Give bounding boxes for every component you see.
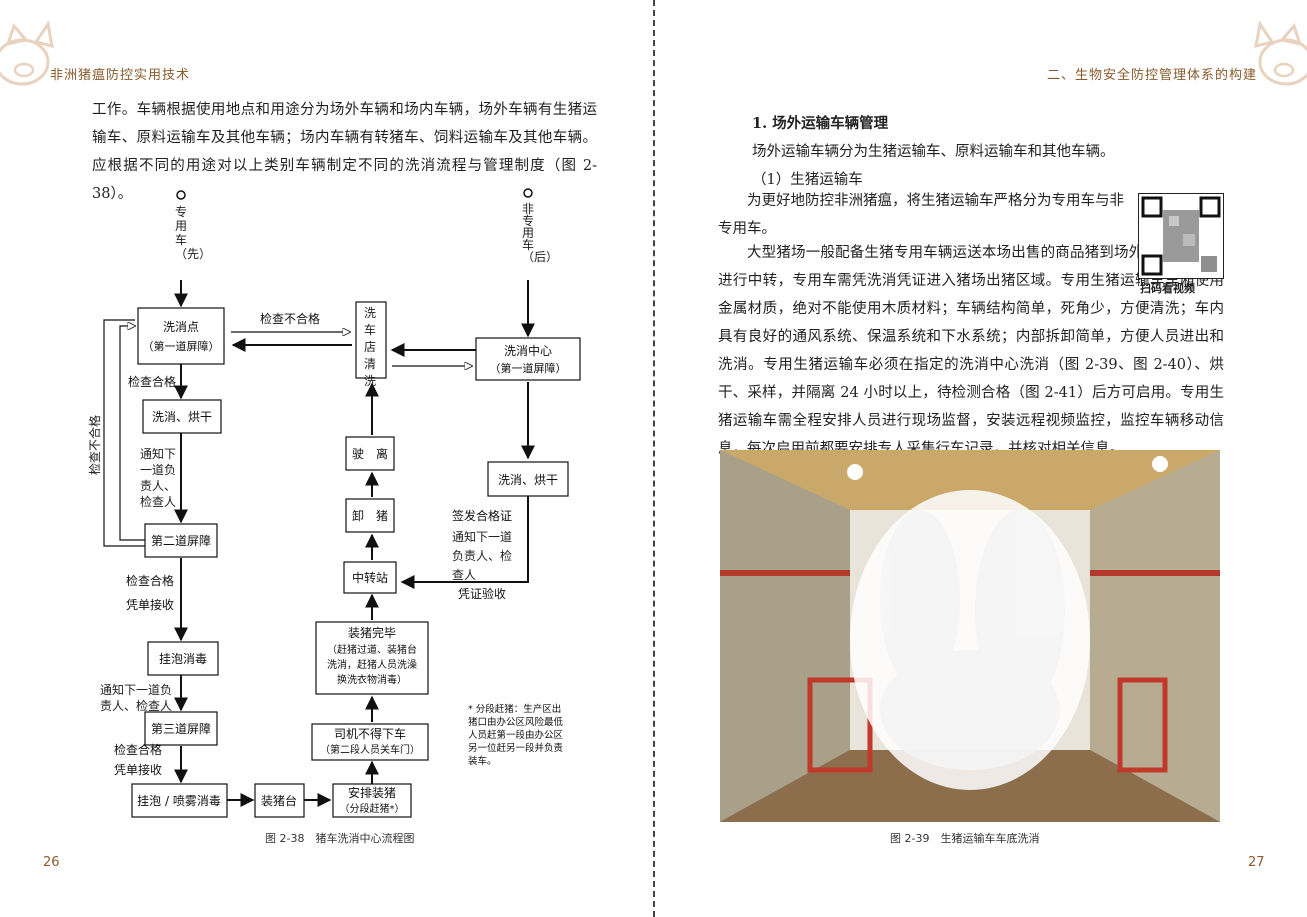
running-head: 非洲猪瘟防控实用技术	[50, 68, 191, 83]
barrier1-label: （第一道屏障）	[143, 339, 220, 353]
page-number: 26	[43, 855, 60, 870]
wash-point-label: 洗消点	[163, 320, 199, 334]
voucher2-label: 凭单接收	[114, 762, 162, 777]
voucher1-label: 凭单接收	[126, 597, 174, 612]
wash-dry-left-label: 洗消、烘干	[152, 410, 212, 424]
sub-heading: （1）生猪运输车	[752, 172, 863, 188]
notify2-label: 通知下一道负责人、检查人	[100, 683, 173, 713]
unload-box	[345, 498, 395, 533]
barrier2-box	[144, 523, 218, 558]
wash-dry-right-label: 洗消、烘干	[498, 473, 558, 487]
paragraph-wrap: 为更好地防控非洲猪瘟，将生猪运输车严格分为专用车与非专用车。	[718, 187, 1124, 243]
figure-caption: 图 2-39 生猪运输车车底洗消	[890, 832, 1040, 845]
car-wash-shop-label: 洗车店清洗	[364, 306, 377, 388]
cert-check-label: 凭证验收	[458, 586, 506, 601]
check-fail-top-label: 检查不合格	[260, 311, 320, 326]
driver-title: 司机不得下车	[334, 726, 406, 741]
flowchart-note: 猪口由办公区风险最低	[468, 716, 564, 728]
wash-point-box	[137, 307, 225, 365]
transfer-label: 中转站	[352, 570, 388, 585]
arrange-sub: （分段赶猪*）	[340, 802, 405, 815]
page-number: 27	[1248, 855, 1265, 870]
wash-dry-right-box	[487, 461, 569, 497]
pig-head-icon	[1254, 20, 1307, 86]
barrier3-label: 第三道屏障	[151, 721, 211, 736]
start-dedicated-label: 专用车（先）	[175, 205, 212, 261]
loading-done-sub: 洗消，赶猪人员洗澡	[327, 658, 417, 671]
running-head: 二、生物安全防控管理体系的构建	[1046, 68, 1257, 83]
left-page: 非洲猪瘟防控实用技术 工作。车辆根据使用地点和用途分为场外车辆和场内车辆，场外车…	[0, 0, 652, 917]
start-node	[523, 188, 533, 198]
barrier3-box	[144, 711, 218, 746]
wash-dry-left-box	[142, 399, 222, 434]
leave-box	[345, 436, 395, 471]
qr-label: 扫码看视频	[1140, 282, 1195, 295]
notify3-label: 通知下一道负责人、检查人	[452, 530, 513, 582]
start-nondedicated-label: 非专用车（后）	[522, 202, 559, 264]
right-body: 1. 场外运输车辆管理 场外运输车辆分为生猪运输车、原料运输车和其他车辆。 （1…	[752, 110, 1132, 194]
flowchart-note: * 分段赶猪：生产区出	[468, 703, 561, 715]
driver-box	[311, 723, 429, 761]
check-pass1-label: 检查合格	[128, 374, 176, 389]
loading-platform-label: 装猪台	[261, 793, 297, 808]
loading-done-box	[315, 621, 429, 695]
check-fail-side-label: 检查不合格	[88, 415, 102, 476]
wash-center-label: 洗消中心	[504, 343, 552, 358]
issue-cert-label: 签发合格证	[452, 508, 512, 523]
qr-code-icon	[1141, 196, 1221, 276]
wash-center-box	[475, 337, 581, 381]
check-pass3-label: 检查合格	[114, 742, 162, 757]
flowchart-note: 另一位赶另一段并负责	[468, 742, 563, 754]
arrange-box	[332, 783, 412, 818]
driver-sub: （第二段人员关车门）	[320, 743, 420, 756]
photo-truck-wash	[720, 450, 1220, 822]
barrier2-label: 第二道屏障	[151, 533, 211, 548]
body-paragraph: 工作。车辆根据使用地点和用途分为场外车辆和场内车辆，场外车辆有生猪运输车、原料运…	[92, 102, 597, 202]
loading-done-sub: 换洗衣物消毒）	[337, 673, 407, 686]
flowchart-note: 人员赶第一段由办公区	[468, 729, 564, 741]
leave-label: 驶 离	[352, 446, 388, 461]
section-heading: 1. 场外运输车辆管理	[752, 115, 889, 132]
page-divider	[653, 0, 655, 917]
foam-spray-label: 挂泡 / 喷雾消毒	[137, 794, 221, 808]
loading-done-sub: （赶猪过道、装猪台	[327, 643, 417, 656]
unload-label: 卸 猪	[352, 508, 388, 523]
arrange-title: 安排装猪	[348, 785, 396, 800]
foam-spray-box	[131, 783, 228, 818]
check-pass2-label: 检查合格	[126, 573, 174, 588]
start-node	[176, 190, 186, 200]
paragraph: 大型猪场一般配备生猪专用车辆运送本场出售的商品猪到场外中转站（点）进行中转，专用…	[718, 245, 1224, 457]
paragraph: 场外运输车辆分为生猪运输车、原料运输车和其他车辆。	[752, 144, 1115, 160]
flowchart-note: 装车。	[468, 755, 497, 767]
transfer-box	[343, 561, 397, 594]
qr-code[interactable]	[1138, 193, 1224, 279]
loading-done-title: 装猪完毕	[348, 625, 396, 640]
notify1-label: 通知下一道负责人、检查人	[140, 447, 177, 509]
pig-head-icon	[0, 20, 54, 86]
loading-platform-box	[254, 783, 305, 818]
car-wash-shop-box	[355, 301, 387, 379]
paragraph-wrap: 大型猪场一般配备生猪专用车辆运送本场出售的商品猪到场外中转站（点）进行中转，专用…	[718, 239, 1224, 463]
barrier1b-label: （第一道屏障）	[490, 361, 567, 375]
flowchart: 洗消点 （第一道屏障） 洗消中心 （第一道屏障） 洗消、烘干 第二道屏障 挂泡消…	[103, 188, 581, 818]
foam-label: 挂泡消毒	[159, 652, 207, 666]
figure-caption: 图 2-38 猪车洗消中心流程图	[265, 832, 415, 845]
foam-box	[147, 641, 219, 676]
paragraph: 为更好地防控非洲猪瘟，将生猪运输车严格分为专用车与非专用车。	[718, 193, 1124, 237]
